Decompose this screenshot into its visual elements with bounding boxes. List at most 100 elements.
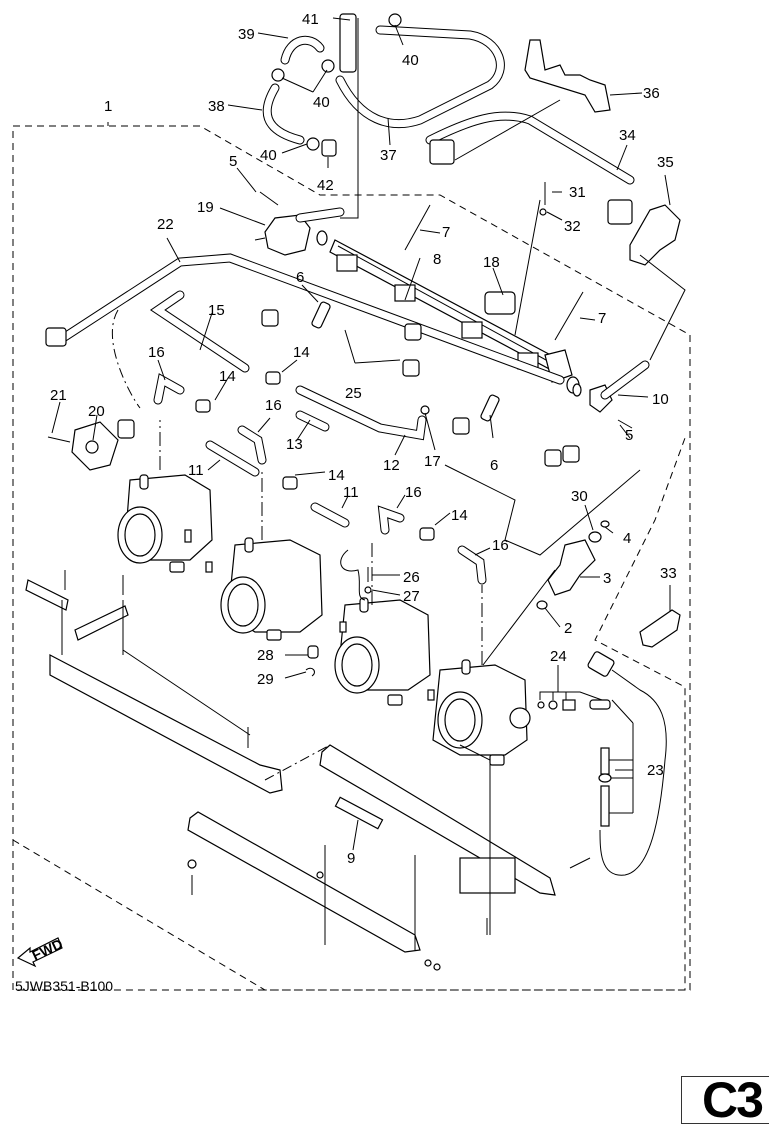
elbow-16-c bbox=[377, 505, 405, 535]
callout-16: 16 bbox=[492, 537, 509, 554]
page-badge: C3 bbox=[681, 1076, 769, 1124]
coupler bbox=[544, 449, 562, 467]
callout-36: 36 bbox=[643, 85, 660, 102]
hose-13 bbox=[295, 410, 330, 432]
callout-29: 29 bbox=[257, 671, 274, 688]
callout-16: 16 bbox=[265, 397, 282, 414]
callout-16: 16 bbox=[405, 484, 422, 501]
screw-24 bbox=[589, 699, 611, 710]
washer-32 bbox=[539, 208, 547, 216]
assembly-boundary-lower bbox=[12, 437, 686, 991]
hose-11-a bbox=[205, 440, 260, 477]
callout-37: 37 bbox=[380, 147, 397, 164]
elbow-39 bbox=[280, 35, 325, 65]
sensor-18 bbox=[484, 291, 516, 315]
callout-40: 40 bbox=[313, 94, 330, 111]
screw-5-a bbox=[259, 191, 279, 206]
callout-11: 11 bbox=[343, 484, 359, 501]
spring bbox=[339, 621, 347, 633]
callout-33: 33 bbox=[660, 565, 677, 582]
hose-12 bbox=[295, 385, 427, 441]
bolt-7-b bbox=[554, 291, 584, 341]
callout-20: 20 bbox=[88, 403, 105, 420]
spring-9 bbox=[334, 796, 384, 830]
callout-38: 38 bbox=[208, 98, 225, 115]
coupler bbox=[261, 309, 279, 327]
holder-36 bbox=[524, 39, 611, 113]
slotted-plate bbox=[74, 605, 129, 641]
oring-2 bbox=[536, 600, 548, 610]
spring bbox=[184, 529, 192, 543]
clamp-40-mid bbox=[321, 59, 335, 73]
throttle-body-2 bbox=[220, 537, 323, 641]
callout-32: 32 bbox=[564, 218, 581, 235]
elbow-16-a bbox=[153, 373, 185, 405]
clamp-40-low bbox=[306, 137, 320, 151]
callout-22: 22 bbox=[157, 216, 174, 233]
spring-23 bbox=[600, 747, 610, 775]
plate-33 bbox=[639, 609, 681, 648]
callout-7: 7 bbox=[442, 224, 450, 241]
injector-3 bbox=[547, 539, 596, 596]
washer bbox=[316, 871, 324, 879]
hose-15 bbox=[149, 290, 250, 373]
callout-24: 24 bbox=[550, 648, 567, 665]
throttle-body-1 bbox=[117, 474, 213, 573]
tjoint-14-c bbox=[282, 476, 298, 490]
clamp-17 bbox=[420, 405, 430, 415]
coupler bbox=[117, 419, 135, 439]
clip-29 bbox=[305, 667, 315, 677]
coupler bbox=[404, 323, 422, 341]
callout-10: 10 bbox=[652, 391, 669, 408]
callout-5: 5 bbox=[229, 153, 237, 170]
assembly-boundary bbox=[12, 125, 691, 991]
wire-harness-22 bbox=[55, 253, 565, 385]
hose-11-b bbox=[310, 502, 350, 528]
slotted-plate bbox=[25, 579, 69, 611]
spring bbox=[427, 689, 435, 701]
hose-38 bbox=[262, 83, 305, 145]
screw bbox=[569, 857, 591, 869]
callout-19: 19 bbox=[197, 199, 214, 216]
pressure-regulator-19 bbox=[264, 214, 311, 256]
tjoint-14-d bbox=[419, 527, 435, 541]
elbow-16-b bbox=[237, 425, 267, 465]
callout-40: 40 bbox=[260, 147, 277, 164]
washer bbox=[424, 959, 432, 967]
coupler bbox=[452, 417, 470, 435]
wire-link bbox=[340, 549, 366, 601]
callout-13: 13 bbox=[286, 436, 303, 453]
clip-35 bbox=[629, 204, 681, 266]
link-rail-upper bbox=[49, 654, 283, 794]
callout-14: 14 bbox=[451, 507, 468, 524]
callout-16: 16 bbox=[148, 344, 165, 361]
link-rail-lower bbox=[187, 811, 421, 953]
grommet-42 bbox=[321, 139, 337, 157]
coupler bbox=[562, 445, 580, 463]
tjoint-14-b bbox=[265, 371, 281, 385]
clamp-40-top bbox=[388, 13, 402, 27]
callout-1: 1 bbox=[104, 98, 112, 115]
seal-30 bbox=[588, 531, 602, 543]
elbow-16-d bbox=[457, 545, 487, 585]
clip-41 bbox=[339, 13, 357, 73]
callout-39: 39 bbox=[238, 26, 255, 43]
diagram-code: 5JWB351-B100 bbox=[15, 978, 113, 994]
callout-30: 30 bbox=[571, 488, 588, 505]
cable-fitting bbox=[587, 651, 615, 677]
joint-6-a bbox=[311, 301, 331, 329]
callout-11: 11 bbox=[188, 462, 204, 479]
callout-6: 6 bbox=[490, 457, 498, 474]
callout-27: 27 bbox=[403, 588, 420, 605]
bolt-7-a bbox=[404, 204, 431, 251]
screw-21 bbox=[47, 436, 71, 443]
callout-4: 4 bbox=[623, 530, 631, 547]
callout-7: 7 bbox=[598, 310, 606, 327]
callout-31: 31 bbox=[569, 184, 586, 201]
oring-4 bbox=[600, 520, 610, 528]
washer bbox=[433, 963, 441, 971]
callout-14: 14 bbox=[219, 368, 236, 385]
throttle-body-4 bbox=[432, 659, 531, 766]
callout-41: 41 bbox=[302, 11, 319, 28]
